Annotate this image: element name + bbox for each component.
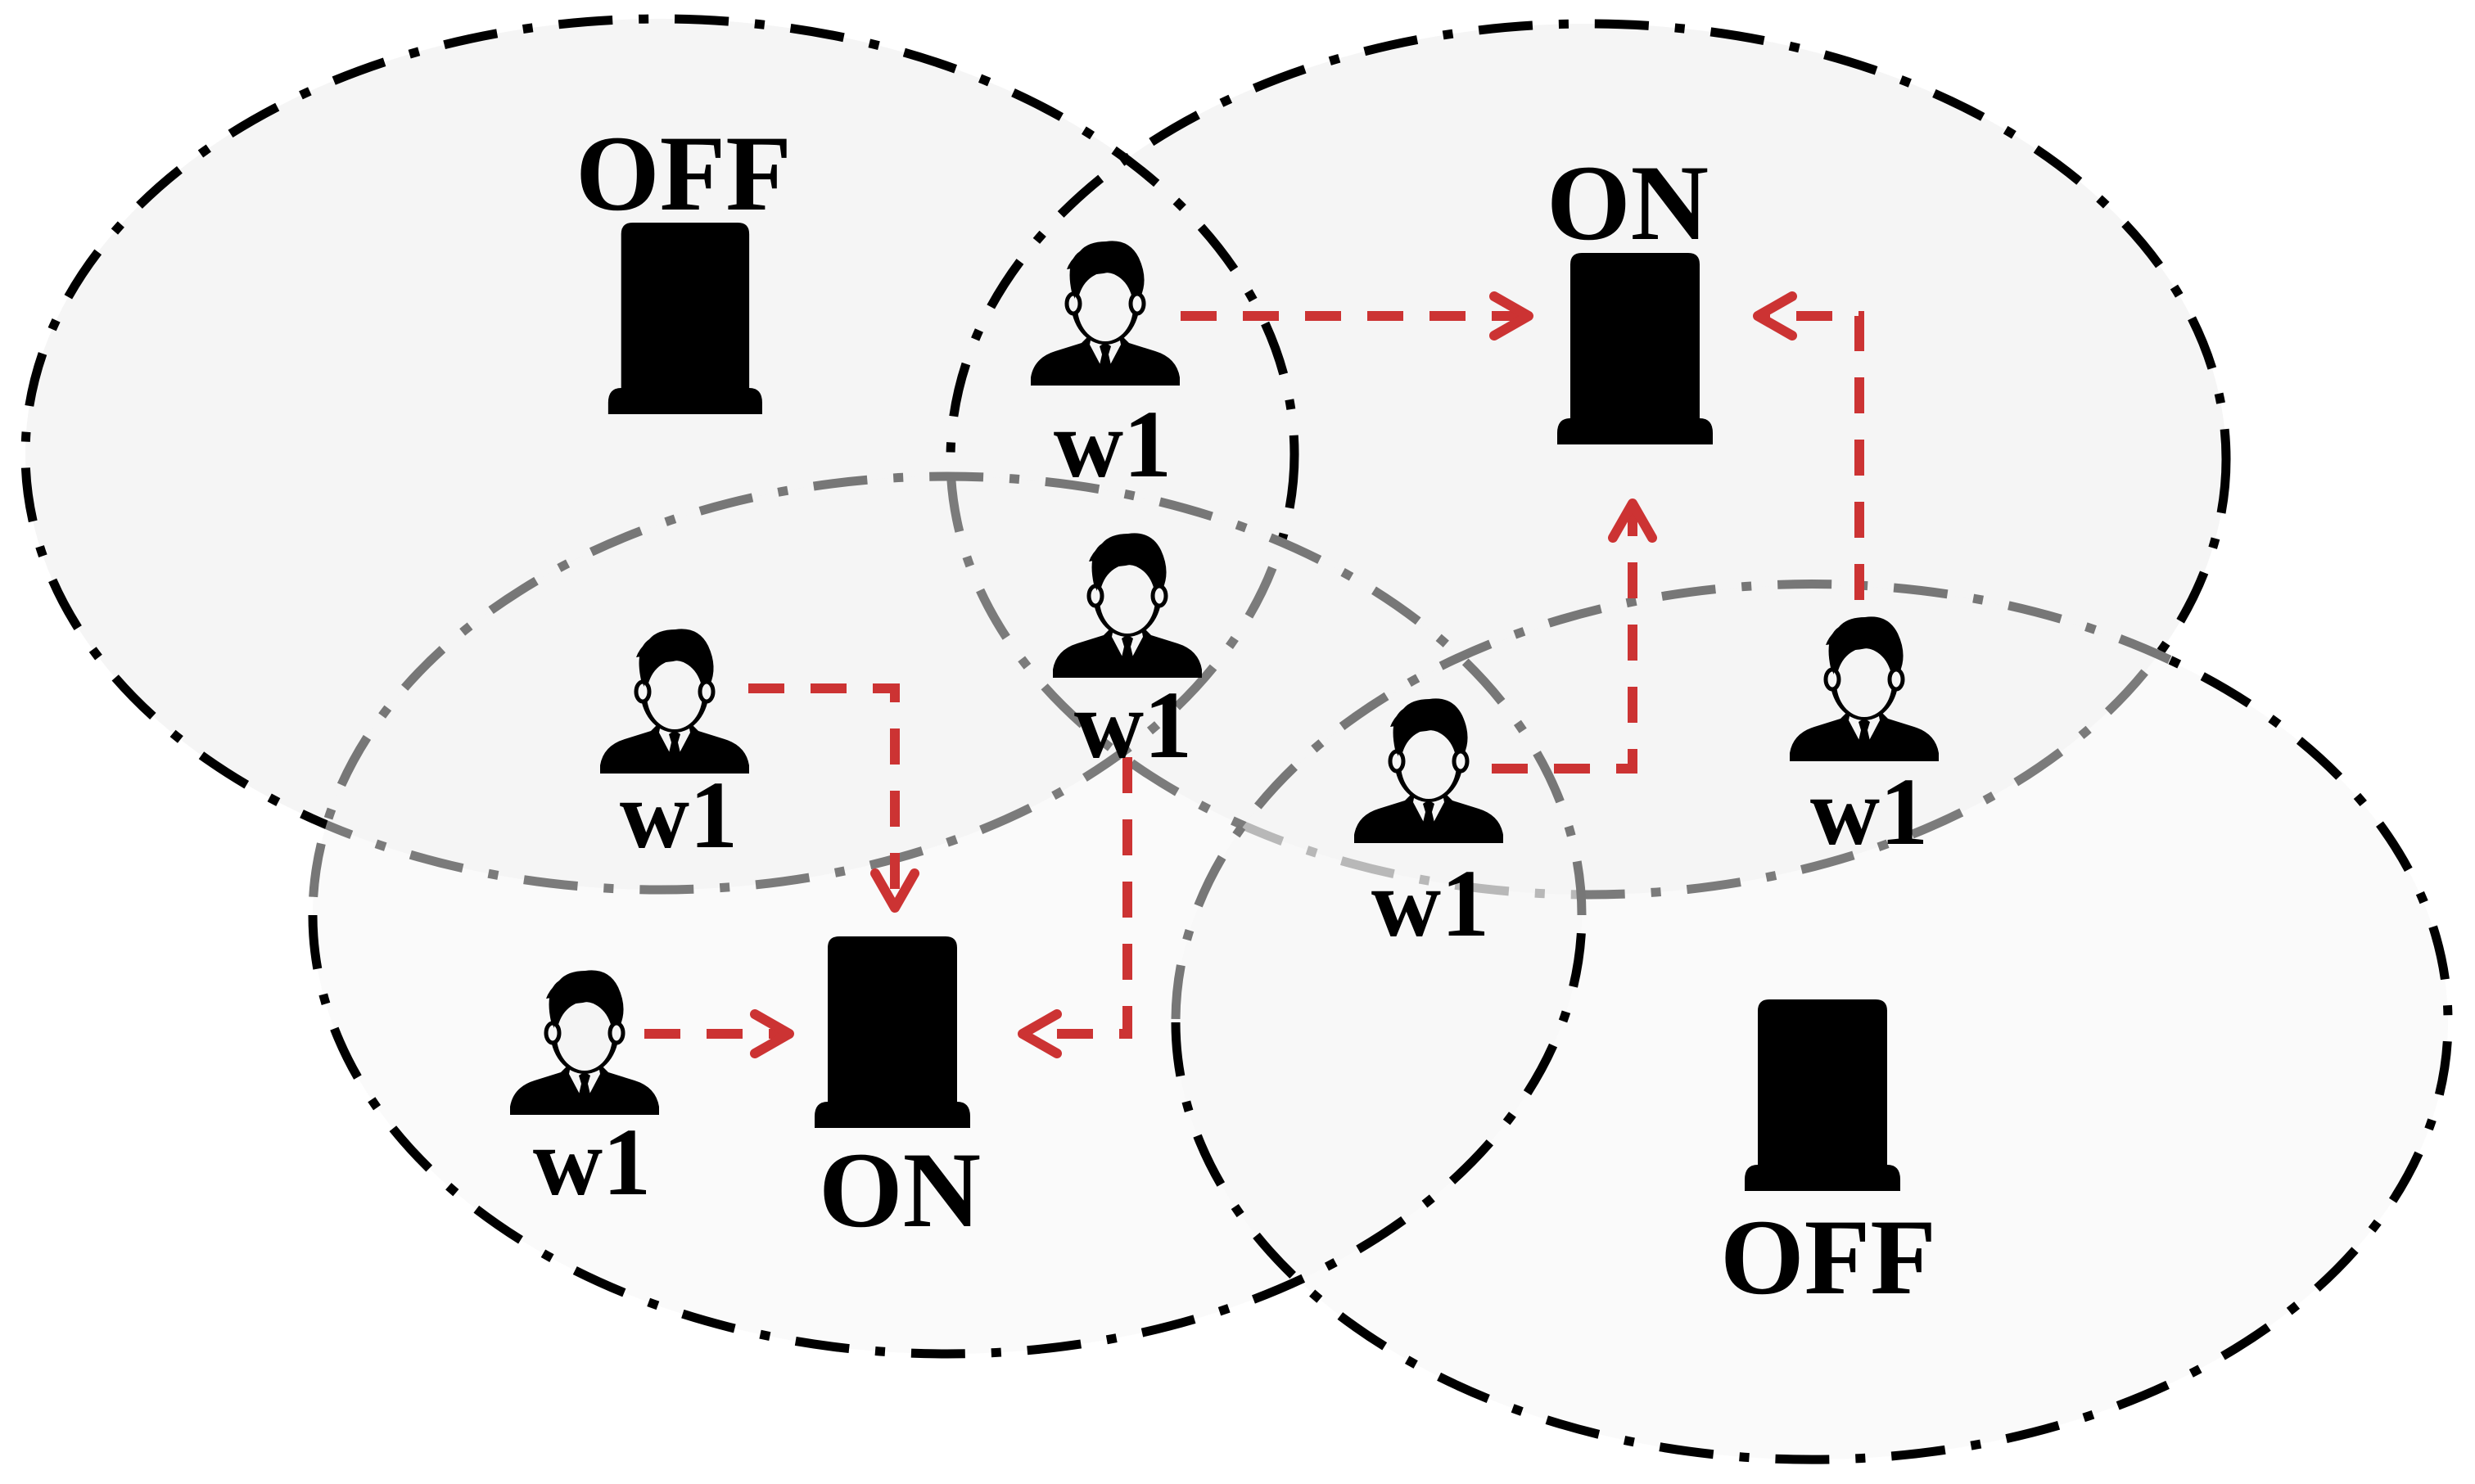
server-bottom-right-state: OFF [1720, 1197, 1936, 1317]
user-5-label: w1 [1810, 758, 1928, 865]
zone-bottom-right-border-upper [1171, 580, 2172, 1023]
user-4-label: w1 [1371, 850, 1489, 957]
server-top-right-state: ON [1547, 142, 1709, 263]
user-3-label: w1 [620, 761, 738, 868]
arrow-user-2-to-server-bottom-left [1018, 757, 1132, 1058]
zone-bottom-left-border-upper [308, 471, 1587, 916]
server-rack-icon [1557, 253, 1713, 444]
server-top-left [607, 223, 762, 414]
server-rack-icon [1745, 999, 1900, 1191]
zone-bottom-left-border [308, 914, 1587, 1359]
server-bottom-right [1745, 999, 1900, 1191]
arrow-user-5-to-server-top-right [1753, 291, 1864, 600]
server-bottom-left-state: ON [819, 1130, 981, 1250]
server-top-right [1557, 253, 1713, 444]
arrow-user-4-to-server-top-right [1492, 498, 1657, 774]
user-1-label: w1 [1054, 390, 1172, 498]
offload-arrows [644, 291, 1864, 1058]
zone-bottom-right-border [1171, 656, 2453, 1464]
server-top-left-state: OFF [576, 113, 792, 233]
server-bottom-left [815, 936, 970, 1128]
server-rack-icon [815, 936, 970, 1128]
user-2-label: w1 [1074, 671, 1192, 778]
user-6-label: w1 [533, 1108, 651, 1216]
server-rack-icon [607, 223, 762, 414]
zones [20, 14, 2453, 1464]
arrow-user-3-to-server-bottom-left [748, 683, 919, 913]
